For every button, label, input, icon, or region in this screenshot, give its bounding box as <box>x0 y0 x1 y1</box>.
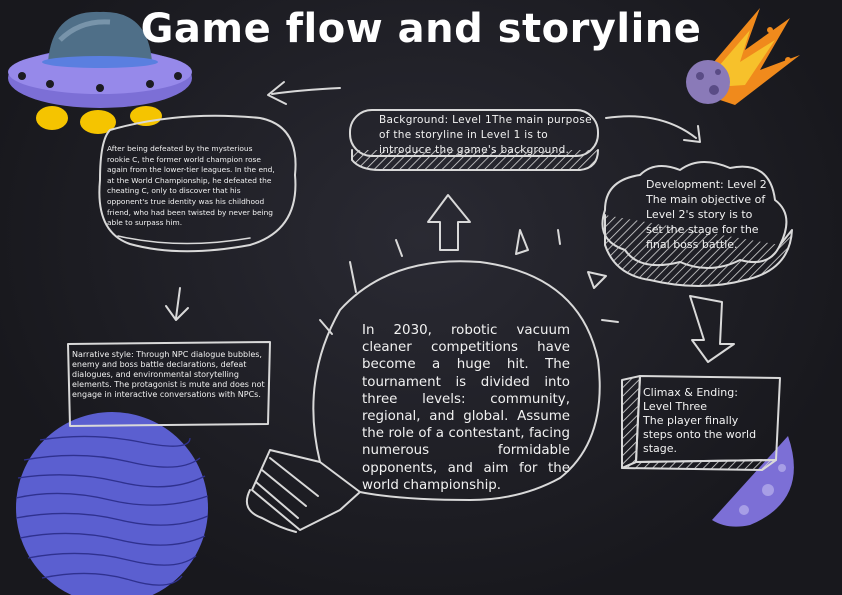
development-text: Development: Level 2 The main objective … <box>646 178 767 251</box>
arrow-icon <box>165 81 735 363</box>
climax-heading: Climax & Ending: <box>643 386 738 399</box>
planet-icon <box>15 412 209 595</box>
narrative-box <box>67 341 271 427</box>
meteor-icon <box>686 8 800 105</box>
ufo-icon <box>8 11 192 134</box>
climax-level: Level Three <box>643 400 708 413</box>
page-title: Game flow and storyline <box>140 6 702 52</box>
story-intro-bubble <box>98 114 297 253</box>
main-premise-text: In 2030, robotic vacuum cleaner competit… <box>362 323 570 493</box>
climax-text-block: Climax & Ending: Level Three The player … <box>643 386 768 456</box>
background-text: Background: Level 1The main purpose of t… <box>379 114 592 156</box>
story-intro-text: After being defeated by the mysterious r… <box>107 144 275 228</box>
climax-body: The player finally steps onto the world … <box>643 414 757 455</box>
lightbulb-icon <box>246 260 601 533</box>
moon-icon <box>712 436 794 527</box>
narrative-style-text: Narrative style: Through NPC dialogue bu… <box>72 350 265 399</box>
light-rays <box>319 229 619 335</box>
